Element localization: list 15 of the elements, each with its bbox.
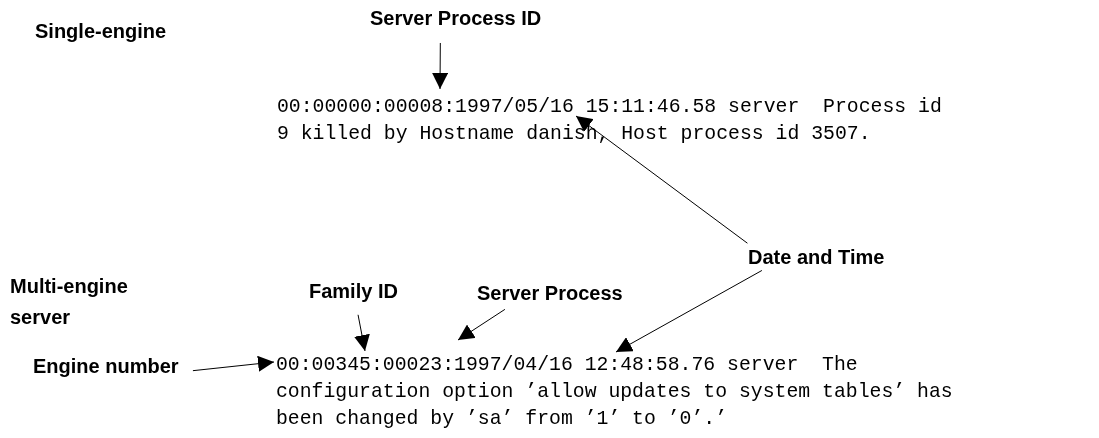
callout-label: Engine number: [33, 354, 179, 378]
callout-label: Server Process: [477, 281, 623, 305]
section-heading: Multi-engine server: [10, 274, 129, 330]
log-message: 00:00345:00023:1997/04/16 12:48:58.76 server The configuration option ’allow updates to system tables’ has been changed by ’sa’ from ’1’ to ’0’.’: [276, 352, 953, 433]
callout-label: Server Process ID: [370, 6, 542, 30]
arrow: [432, 42, 449, 90]
arrow: [354, 314, 370, 352]
arrow: [575, 115, 748, 244]
callout-label: Date and Time: [748, 245, 885, 269]
section-heading: Single-engine: [35, 19, 168, 44]
arrow: [457, 308, 506, 341]
arrow: [615, 269, 763, 353]
arrow: [192, 355, 275, 372]
log-message: 00:00000:00008:1997/05/16 15:11:46.58 server Process id 9 killed by Hostname danish, Host process id 3507.: [277, 94, 954, 148]
callout-label: Family ID: [309, 279, 398, 303]
